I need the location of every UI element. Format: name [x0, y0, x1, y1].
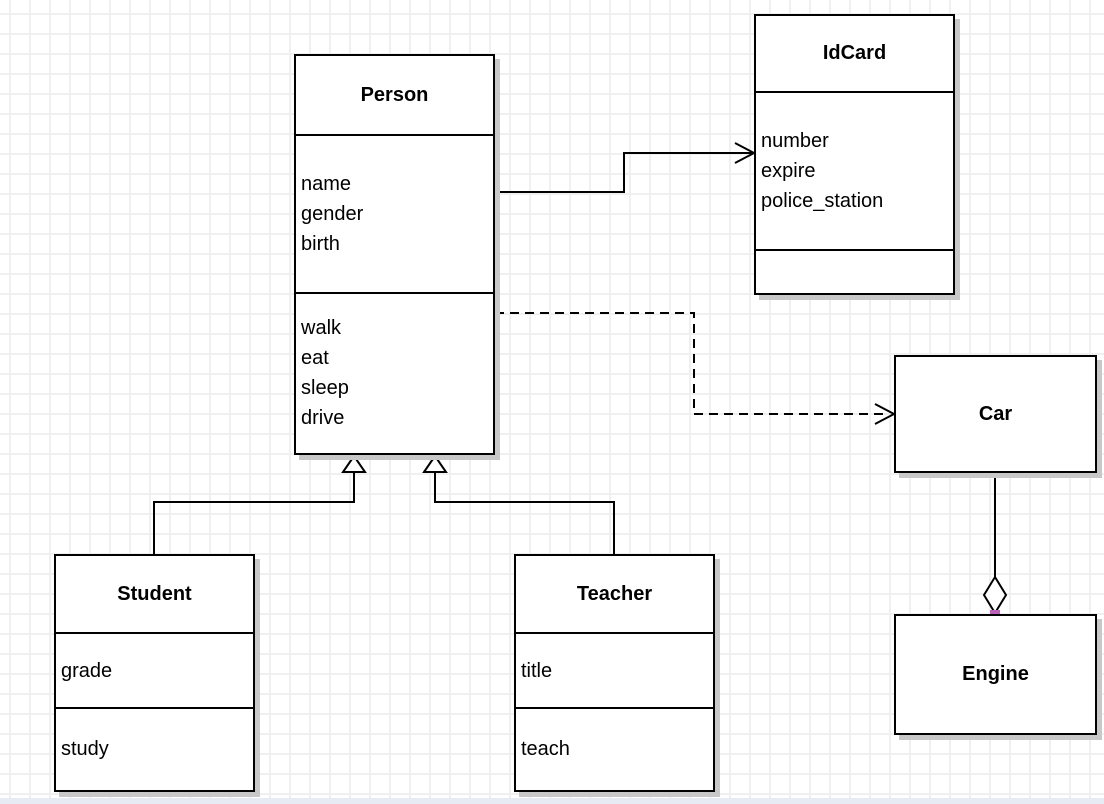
- edge-generalization-student-person[interactable]: [153, 454, 367, 554]
- class-title: Engine: [962, 663, 1029, 685]
- dependency-line[interactable]: [495, 312, 888, 415]
- generalization-line[interactable]: [434, 471, 615, 554]
- generalization-line[interactable]: [153, 471, 355, 554]
- class-box-person[interactable]: Person name gender birth walk eat sleep …: [294, 54, 495, 455]
- attribute-item: birth: [301, 233, 340, 255]
- attributes-section: number expire police_station: [756, 93, 953, 251]
- class-title: Student: [56, 556, 253, 634]
- hollow-triangle-arrowhead-icon: [341, 454, 367, 473]
- method-item: sleep: [301, 376, 349, 399]
- canvas-bottom-band: [0, 798, 1104, 804]
- attribute-item: gender: [301, 203, 364, 225]
- attribute-item: expire: [761, 160, 816, 182]
- method-item: walk: [301, 316, 342, 339]
- methods-section: teach: [516, 709, 713, 788]
- attributes-section: title: [516, 634, 713, 709]
- method-item: study: [61, 737, 109, 760]
- attribute-item: name: [301, 173, 352, 195]
- class-box-idcard[interactable]: IdCard number expire police_station: [754, 14, 955, 295]
- association-line[interactable]: [495, 152, 752, 193]
- attributes-section: grade: [56, 634, 253, 709]
- edge-aggregation-car-engine[interactable]: [982, 466, 1008, 620]
- class-title: Person: [296, 56, 493, 136]
- edge-association-person-idcard[interactable]: [495, 142, 757, 193]
- methods-section: [756, 251, 953, 291]
- class-title: Car: [978, 402, 1013, 425]
- hollow-diamond-icon: [982, 575, 1008, 615]
- class-title: Teacher: [516, 556, 713, 634]
- class-box-teacher[interactable]: Teacher title teach: [514, 554, 715, 792]
- attributes-section: name gender birth: [296, 136, 493, 294]
- attribute-item: grade: [61, 659, 113, 682]
- attribute-item: title: [521, 659, 553, 682]
- method-item: teach: [521, 737, 570, 760]
- edge-generalization-teacher-person[interactable]: [422, 454, 615, 554]
- method-item: eat: [301, 346, 329, 369]
- class-box-car[interactable]: Car: [894, 355, 1097, 473]
- attribute-item: police_station: [761, 190, 884, 212]
- class-box-student[interactable]: Student grade study: [54, 554, 255, 792]
- hollow-triangle-arrowhead-icon: [422, 454, 448, 473]
- class-box-engine[interactable]: Engine: [894, 614, 1097, 735]
- method-item: drive: [301, 406, 345, 429]
- methods-section: study: [56, 709, 253, 788]
- class-title: IdCard: [756, 16, 953, 93]
- attribute-item: number: [761, 130, 829, 152]
- methods-section: walk eat sleep drive: [296, 294, 493, 451]
- edge-dependency-person-car[interactable]: [495, 312, 897, 425]
